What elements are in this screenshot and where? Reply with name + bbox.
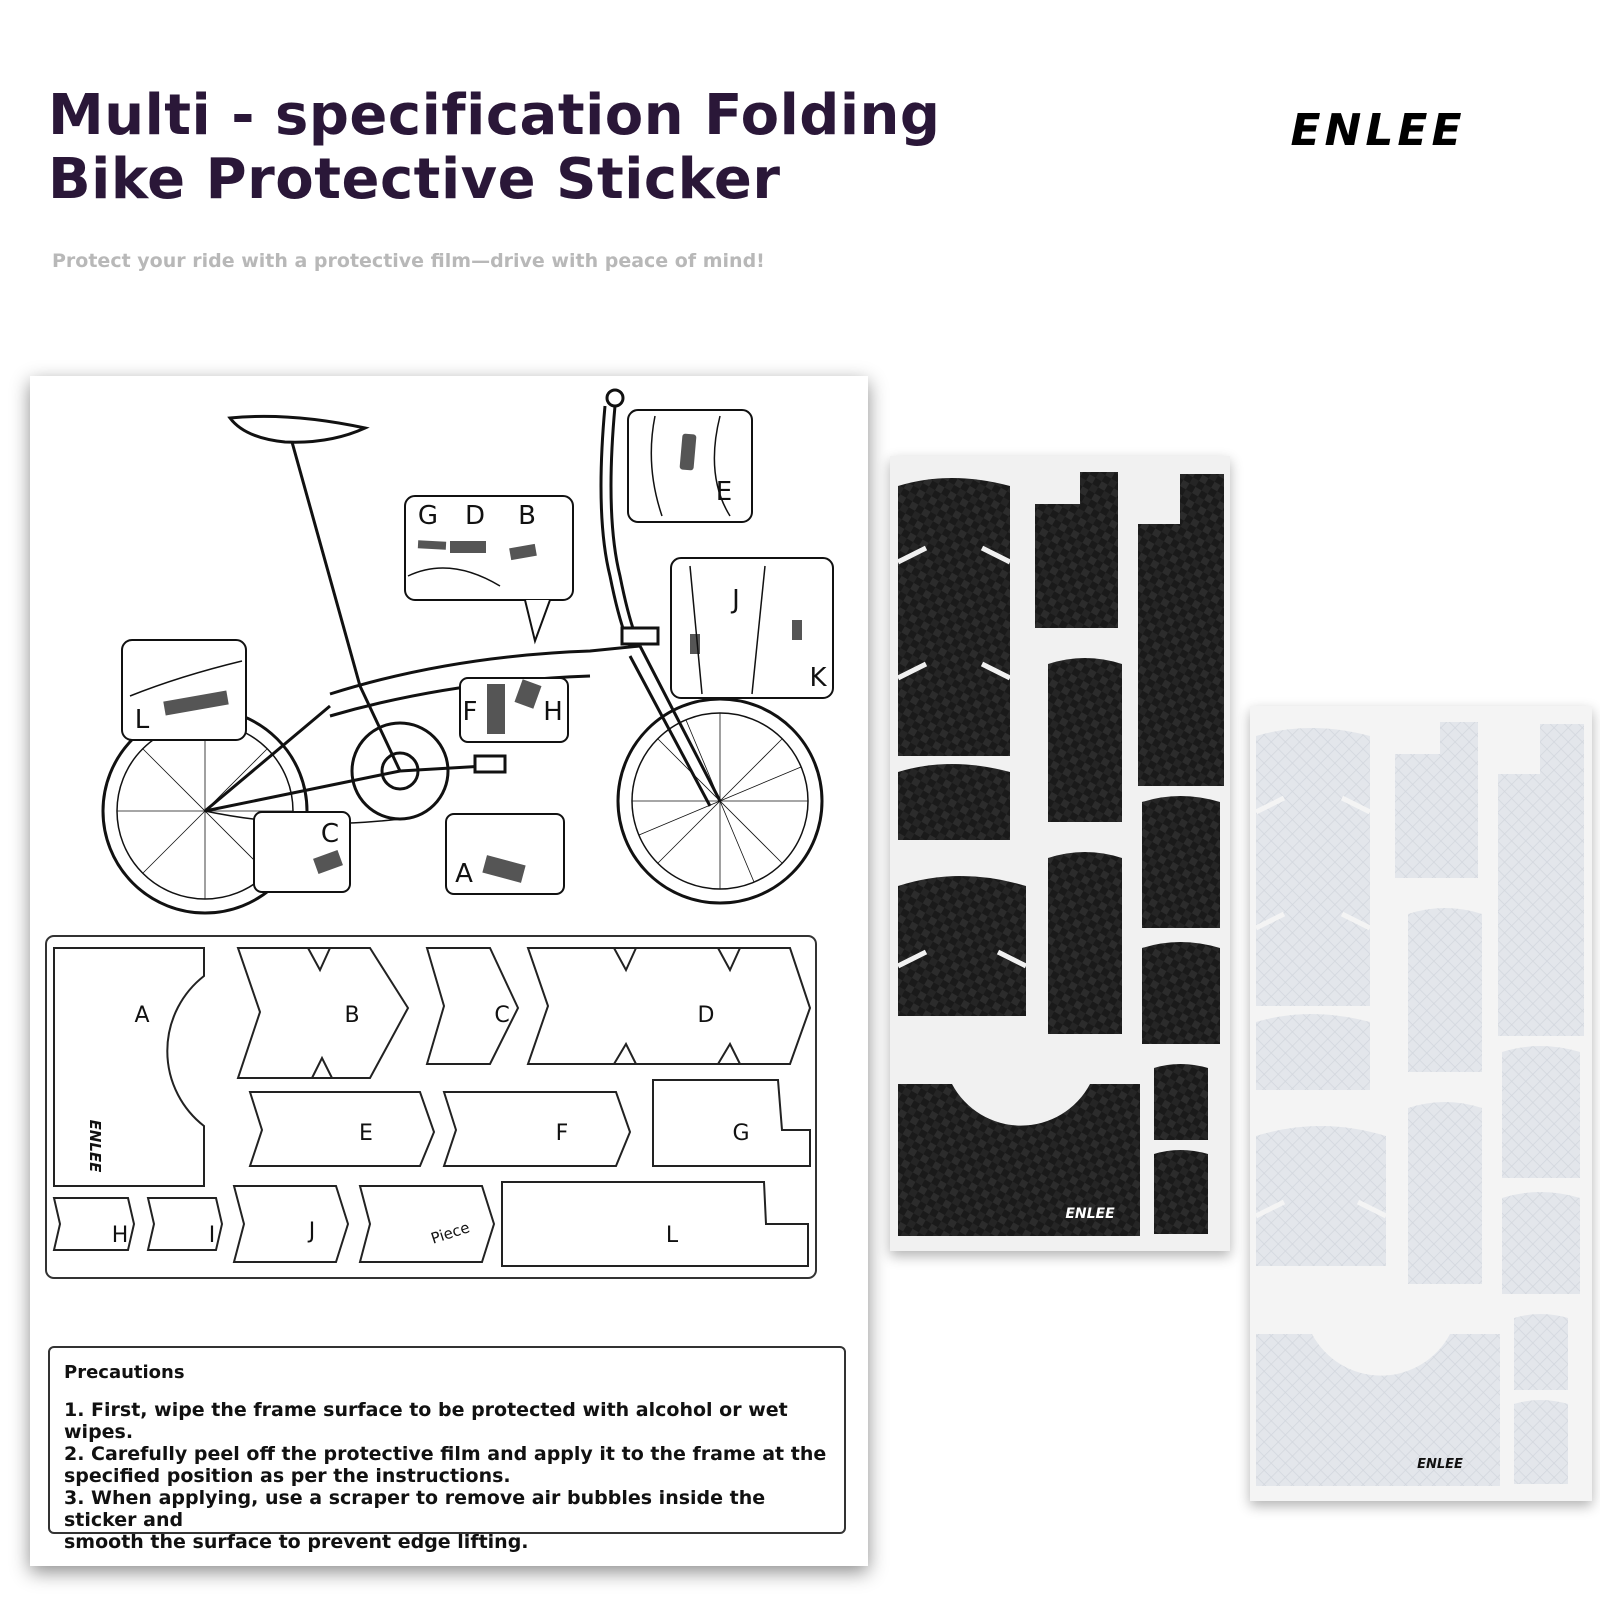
svg-text:K: K <box>809 663 827 693</box>
svg-text:F: F <box>556 1121 569 1146</box>
svg-text:D: D <box>698 1003 715 1028</box>
svg-text:E: E <box>359 1121 373 1146</box>
callout-c <box>253 811 351 893</box>
svg-text:ENLEE: ENLEE <box>1290 105 1465 156</box>
svg-text:G: G <box>732 1121 749 1146</box>
sticker-d <box>526 947 812 1065</box>
sticker-piece <box>358 1185 496 1263</box>
title-line-2: Bike Protective Sticker <box>48 147 781 212</box>
svg-text:G: G <box>418 501 438 531</box>
callout-l <box>121 639 247 741</box>
svg-text:A: A <box>134 1003 149 1028</box>
instruction-sheet: G D B E J K L F H C A <box>30 376 868 1566</box>
precautions-box: Precautions 1. First, wipe the frame sur… <box>48 1346 846 1553</box>
stem <box>609 405 642 647</box>
tagline: Protect your ride with a protective film… <box>52 250 765 272</box>
precaution-3: 3. When applying, use a scraper to remov… <box>64 1487 766 1531</box>
sticker-a <box>53 947 205 1187</box>
sticker-l <box>501 1181 809 1267</box>
page-title: Multi - specification Folding Bike Prote… <box>48 84 941 212</box>
svg-text:H: H <box>112 1223 129 1248</box>
sticker-c <box>425 947 520 1065</box>
svg-text:C: C <box>494 1003 509 1028</box>
callout-gdb <box>404 495 574 601</box>
svg-text:L: L <box>135 705 150 735</box>
sheet-brand: ENLEE <box>86 1120 104 1174</box>
svg-text:B: B <box>344 1003 359 1028</box>
svg-text:C: C <box>321 819 339 849</box>
svg-text:L: L <box>666 1223 679 1248</box>
sticker-h <box>52 1197 136 1251</box>
seat-post <box>290 441 362 687</box>
bike-diagram: G D B E J K L F H C A <box>45 388 834 1279</box>
svg-text:J: J <box>307 1219 316 1244</box>
svg-text:J: J <box>730 585 740 615</box>
precaution-2-cont: specified position as per the instructio… <box>64 1465 511 1487</box>
svg-text:D: D <box>465 501 485 531</box>
saddle <box>227 414 370 444</box>
svg-text:I: I <box>209 1223 216 1248</box>
brand-logo: ENLEE <box>1290 105 1465 156</box>
main-frame <box>329 644 641 696</box>
svg-text:H: H <box>543 697 563 727</box>
carbon-sticker-sheet: ENLEE <box>890 456 1230 1251</box>
svg-text:B: B <box>518 501 536 531</box>
callout-a <box>445 813 565 895</box>
sticker-b <box>236 947 410 1079</box>
svg-text:F: F <box>463 697 478 727</box>
clear-sheet-brand: ENLEE <box>1417 1457 1463 1472</box>
precautions-title: Precautions <box>64 1362 185 1383</box>
svg-text:A: A <box>455 859 473 889</box>
sticker-e <box>248 1091 436 1167</box>
callout-jk <box>670 557 834 699</box>
svg-text:E: E <box>716 477 732 507</box>
carbon-sheet-brand: ENLEE <box>1065 1206 1115 1222</box>
precaution-3-cont: smooth the surface to prevent edge lifti… <box>64 1531 529 1553</box>
title-line-1: Multi - specification Folding <box>48 83 941 148</box>
sticker-j <box>232 1185 350 1263</box>
precaution-2: 2. Carefully peel off the protective fil… <box>64 1443 827 1465</box>
precaution-1: 1. First, wipe the frame surface to be p… <box>64 1399 788 1443</box>
fork <box>638 645 722 802</box>
sticker-g <box>652 1079 811 1167</box>
sticker-f <box>442 1091 632 1167</box>
clear-sticker-sheet: ENLEE <box>1250 706 1592 1501</box>
sticker-i <box>146 1197 224 1251</box>
